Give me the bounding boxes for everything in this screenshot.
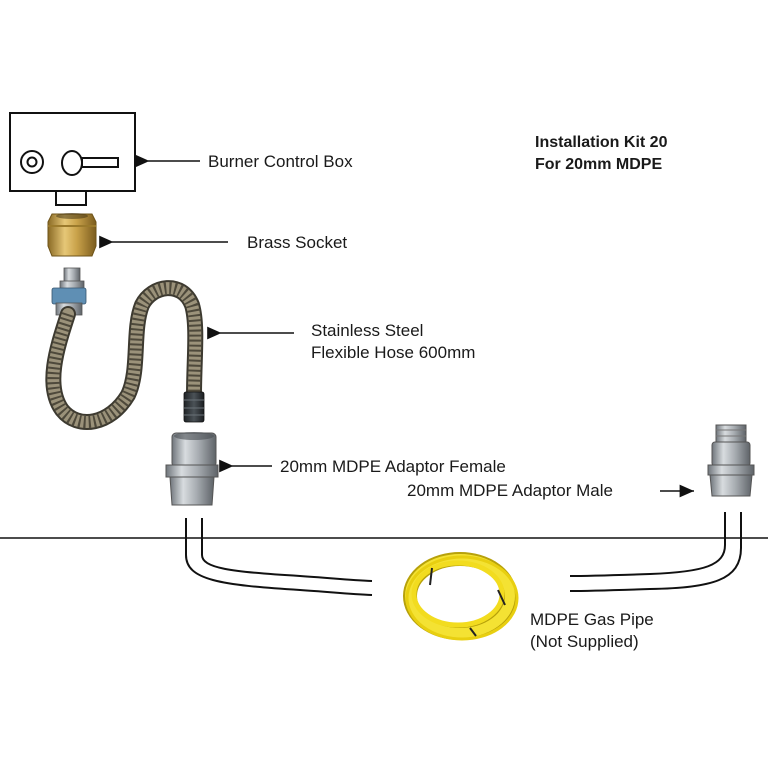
kit-title: Installation Kit 20 For 20mm MDPE: [535, 132, 667, 176]
gas-pipe-run-left: [185, 518, 373, 596]
label-adaptor-male: 20mm MDPE Adaptor Male: [407, 481, 613, 500]
adaptor-male-icon: [707, 424, 755, 497]
gas-pipe-coil-icon: [403, 552, 519, 641]
brass-socket-icon: [47, 213, 97, 257]
callout-arrows: [99, 154, 694, 498]
gas-pipe-run-right: [569, 512, 742, 592]
kit-title-line2: For 20mm MDPE: [535, 156, 663, 173]
label-flexible-hose: Stainless Steel Flexible Hose 600mm: [311, 320, 475, 364]
label-flexible-hose-line2: Flexible Hose 600mm: [311, 343, 476, 362]
adaptor-female-icon: [165, 432, 219, 506]
label-adaptor-female: 20mm MDPE Adaptor Female: [280, 457, 506, 476]
label-gas-pipe-line1: MDPE Gas Pipe: [530, 610, 654, 629]
kit-title-line1: Installation Kit 20: [535, 134, 668, 151]
flexible-hose-icon: [45, 267, 205, 430]
burner-control-box-icon: [9, 112, 136, 206]
label-brass-socket: Brass Socket: [247, 233, 348, 252]
label-gas-pipe-line2: (Not Supplied): [530, 632, 639, 651]
label-burner-control-box: Burner Control Box: [208, 152, 353, 171]
label-gas-pipe: MDPE Gas Pipe (Not Supplied): [530, 609, 654, 653]
label-flexible-hose-line1: Stainless Steel: [311, 321, 424, 340]
